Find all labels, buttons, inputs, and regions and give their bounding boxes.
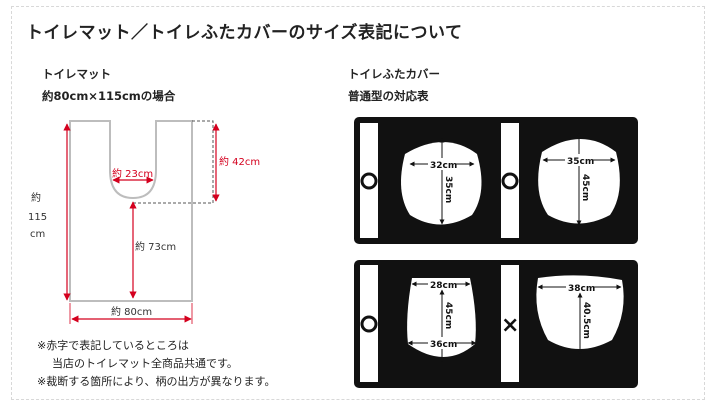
panel-2-length: 45cm [580, 174, 590, 201]
panel-4-length: 40.5cm [581, 302, 591, 339]
panel-3-length: 45cm [443, 302, 453, 329]
cover-heading: トイレふたカバー [348, 67, 440, 81]
panel-3-bottom: 36cm [430, 340, 457, 350]
bottom-width-label: 約 80cm [111, 305, 152, 318]
note-line-2: 当店のトイレマット全商品共通です。 [52, 357, 238, 370]
panel-3-top: 28cm [430, 281, 457, 291]
panel-2-width: 35cm [567, 157, 594, 167]
mat-outline [69, 120, 193, 302]
page-title: トイレマット／トイレふたカバーのサイズ表記について [26, 23, 463, 43]
right-depth-label: 約 42cm [219, 155, 260, 168]
cover-chart: 32cm 35cm 35cm 45cm 28cm 45cm 36cm × 38c… [354, 117, 638, 388]
mat-diagram: 約 115 cm 約 23cm 約 42cm 約 73cm 約 80cm [28, 120, 260, 324]
height-label-prefix: 約 [31, 191, 41, 204]
mat-heading: トイレマット [42, 67, 111, 81]
panel-4-width: 38cm [568, 284, 595, 294]
panel-1-length: 35cm [443, 176, 453, 203]
center-depth-label: 約 73cm [135, 240, 176, 253]
notch-width-label: 約 23cm [112, 167, 153, 180]
note-line-3: ※裁断する箇所により、柄の出方が異なります。 [37, 375, 276, 388]
bottom-panel: 28cm 45cm 36cm × 38cm 40.5cm [354, 260, 638, 388]
panel-1-width: 32cm [430, 161, 457, 171]
height-label-unit: cm [30, 229, 45, 240]
not-compatible-mark: × [501, 313, 519, 338]
note-line-1: ※赤字で表記しているところは [37, 339, 189, 352]
mat-size-caption: 約80cm×115cmの場合 [42, 89, 176, 103]
top-panel: 32cm 35cm 35cm 45cm [354, 117, 638, 244]
height-label-value: 115 [28, 212, 47, 223]
cover-subheading: 普通型の対応表 [348, 89, 429, 103]
